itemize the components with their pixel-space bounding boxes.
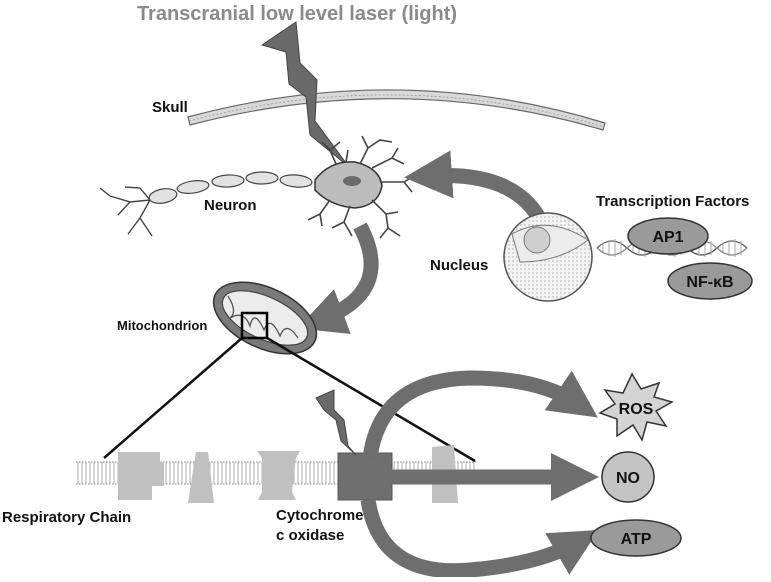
complex-ii bbox=[188, 452, 214, 503]
transcription-factors-label: Transcription Factors bbox=[596, 193, 749, 210]
zoom-line-left bbox=[103, 337, 243, 459]
cytochrome-label-line1: Cytochrome bbox=[276, 507, 364, 524]
no-oval bbox=[601, 451, 655, 503]
atp-label: ATP bbox=[621, 531, 652, 548]
complex-i bbox=[118, 452, 164, 500]
neuron-to-mitochondrion-arrow bbox=[297, 222, 379, 335]
mitochondrion-zoom-box bbox=[240, 311, 269, 340]
skull-bone bbox=[187, 89, 606, 131]
arrow-to-atp bbox=[360, 498, 599, 579]
neuron-label: Neuron bbox=[204, 197, 257, 214]
nucleus bbox=[503, 212, 593, 302]
ap1-label: AP1 bbox=[652, 229, 683, 246]
skull-label: Skull bbox=[152, 99, 188, 116]
nfkb-label: NF-κB bbox=[686, 274, 733, 291]
complex-iii bbox=[257, 451, 300, 500]
title: Transcranial low level laser (light) bbox=[137, 3, 457, 25]
atp-oval bbox=[590, 519, 682, 557]
nfkb-oval bbox=[667, 262, 753, 300]
cytochrome-label-line2: c oxidase bbox=[276, 527, 344, 544]
ap1-oval bbox=[627, 217, 709, 255]
ros-label: ROS bbox=[619, 401, 654, 418]
mitochondrion bbox=[212, 281, 318, 355]
zoom-line-right bbox=[266, 336, 476, 463]
nucleus-label: Nucleus bbox=[430, 257, 488, 274]
no-label: NO bbox=[616, 470, 640, 487]
arrow-to-ros bbox=[362, 370, 598, 460]
cytochrome-c-oxidase bbox=[337, 452, 393, 501]
small-laser-bolt bbox=[315, 389, 357, 456]
respiratory-chain-label: Respiratory Chain bbox=[2, 509, 131, 526]
mitochondrion-label: Mitochondrion bbox=[117, 318, 207, 333]
ros-star bbox=[598, 372, 674, 442]
neuron bbox=[99, 135, 415, 239]
